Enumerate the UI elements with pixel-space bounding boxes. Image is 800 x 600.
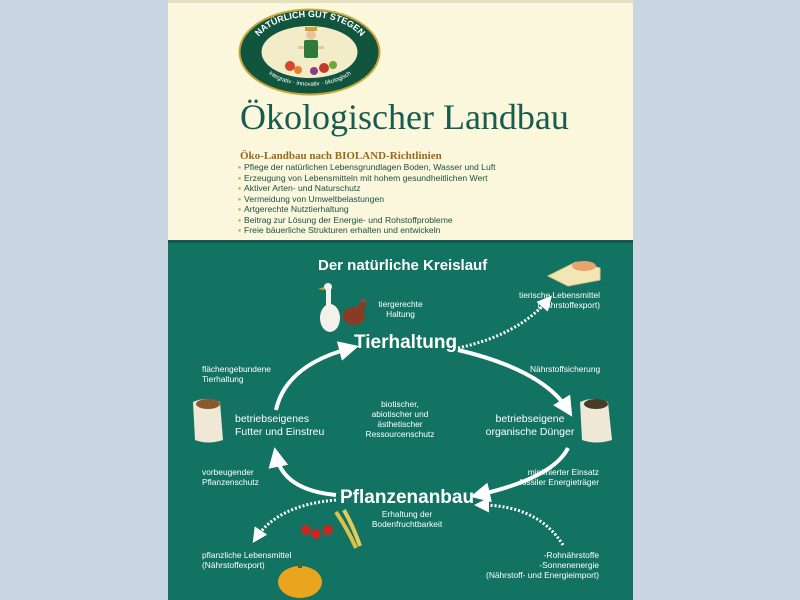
label-pflanzliche: pflanzliche Lebensmittel (Nährstoffexpor… xyxy=(202,550,291,570)
pumpkin-illustration xyxy=(278,562,322,598)
bullet-text: Aktiver Arten- und Naturschutz xyxy=(244,183,361,193)
label-ressourcenschutz: biotischer, abiotischer und ästhetischer… xyxy=(360,399,440,439)
label-line: minimierter Einsatz xyxy=(527,467,599,477)
label-rohstoffe: -Rohnährstoffe -Sonnenenergie (Nährstoff… xyxy=(484,550,599,580)
label-tiergerechte: tiergerechte Haltung xyxy=(373,299,428,319)
arrow-duenger-to-pflanzen xyxy=(470,447,570,503)
node-futter-line: betriebseigenes xyxy=(235,413,310,425)
bullet-dot-icon: ▪ xyxy=(238,162,242,172)
arrow-import-energie xyxy=(474,497,565,546)
label-line: tierische Lebensmittel xyxy=(519,290,600,300)
label-minimierter: minimierter Einsatz fossiler Energieträg… xyxy=(519,467,599,487)
label-line: Tierhaltung xyxy=(202,374,244,384)
label-line: pflanzliche Lebensmittel xyxy=(202,550,292,560)
label-naehrstoffsicherung: Nährstoffsicherung xyxy=(530,364,601,374)
label-line: vorbeugender xyxy=(202,467,254,477)
label-line: (Nährstoffexport) xyxy=(537,300,600,310)
poster: NATÜRLICH GUT STEGEN integrativ · innova… xyxy=(168,0,633,600)
bullet-dot-icon: ▪ xyxy=(238,172,242,183)
label-line: ästhetischer xyxy=(377,419,423,429)
bullet-item: ▪Artgerechte Nutztierhaltung xyxy=(238,204,496,215)
cycle-diagram xyxy=(193,261,612,598)
label-line: flächengebundene xyxy=(202,364,271,374)
goose-hen-illustration xyxy=(318,283,366,332)
label-line: tiergerechte xyxy=(378,299,423,309)
bullet-dot-icon: ▪ xyxy=(238,204,242,214)
bullet-text: Erzeugung von Lebensmitteln mit hohem ge… xyxy=(244,172,488,183)
feed-sack-illustration xyxy=(193,399,223,443)
subtitle: Öko-Landbau nach BIOLAND-Richtlinien xyxy=(240,150,442,162)
arrow-pflanzen-to-futter xyxy=(268,447,337,497)
panel-edge xyxy=(168,240,633,243)
beans-tomatoes-illustration xyxy=(301,509,362,549)
node-duenger-line: betriebseigene xyxy=(495,413,565,425)
bullet-text: Pflege der natürlichen Lebensgrundlagen … xyxy=(244,162,496,172)
label-vorbeugender: vorbeugender Pflanzenschutz xyxy=(202,467,259,487)
bullet-item: ▪Vermeidung von Umweltbelastungen xyxy=(238,194,496,205)
page-title: Ökologischer Landbau xyxy=(240,97,569,137)
label-line: Pflanzenschutz xyxy=(202,477,259,487)
arrow-tier-to-duenger xyxy=(457,348,573,417)
natuerlich-gut-stegen-logo: NATÜRLICH GUT STEGEN integrativ · innova… xyxy=(238,8,381,96)
bullet-text: Artgerechte Nutztierhaltung xyxy=(244,204,349,214)
cheese-illustration xyxy=(546,261,601,287)
bullet-text: Vermeidung von Umweltbelastungen xyxy=(244,193,385,204)
label-line: Ressourcenschutz xyxy=(365,429,435,439)
bullet-item: ▪Erzeugung von Lebensmitteln mit hohem g… xyxy=(238,173,496,184)
bullet-item: ▪Beitrag zur Lösung der Energie- und Roh… xyxy=(238,215,496,226)
manure-sack-illustration xyxy=(580,399,612,443)
label-line: -Rohnährstoffe xyxy=(543,550,599,560)
bullet-text: Freie bäuerliche Strukturen erhalten und… xyxy=(244,225,441,235)
arrow-export-tierisch xyxy=(457,295,552,350)
node-tierhaltung: Tierhaltung xyxy=(354,332,458,353)
label-line: fossiler Energieträger xyxy=(519,477,599,487)
bullet-dot-icon: ▪ xyxy=(238,225,242,235)
label-line: Haltung xyxy=(386,309,415,319)
node-futter-line: Futter und Einstreu xyxy=(235,426,325,438)
label-erhaltung: Erhaltung der Bodenfruchtbarkeit xyxy=(362,509,452,529)
node-duenger: betriebseigene organische Dünger xyxy=(479,413,581,439)
bullet-dot-icon: ▪ xyxy=(238,193,242,204)
label-line: -Sonnenenergie xyxy=(539,560,599,570)
bullet-list: ▪Pflege der natürlichen Lebensgrundlagen… xyxy=(238,162,496,236)
bullet-item: ▪Pflege der natürlichen Lebensgrundlagen… xyxy=(238,162,496,173)
label-line: (Nährstoff- und Energieimport) xyxy=(486,570,599,580)
label-line: Bodenfruchtbarkeit xyxy=(371,519,443,529)
cycle-heading: Der natürliche Kreislauf xyxy=(318,257,488,274)
label-flaechen: flächengebundene Tierhaltung xyxy=(202,364,271,384)
cycle-panel xyxy=(168,240,633,600)
bullet-dot-icon: ▪ xyxy=(238,183,242,193)
bullet-item: ▪Aktiver Arten- und Naturschutz xyxy=(238,183,496,194)
label-tierische: tierische Lebensmittel (Nährstoffexport) xyxy=(518,290,600,310)
label-line: abiotischer und xyxy=(371,409,429,419)
label-line: Erhaltung der xyxy=(381,509,433,519)
bullet-dot-icon: ▪ xyxy=(238,214,242,225)
node-pflanzenanbau: Pflanzenanbau xyxy=(340,487,475,508)
top-border xyxy=(168,0,633,3)
label-line: biotischer, xyxy=(381,399,419,409)
node-futter: betriebseigenes Futter und Einstreu xyxy=(235,413,324,439)
bullet-text: Beitrag zur Lösung der Energie- und Rohs… xyxy=(244,214,453,225)
bullet-item: ▪Freie bäuerliche Strukturen erhalten un… xyxy=(238,225,496,236)
label-line: (Nährstoffexport) xyxy=(202,560,265,570)
arrow-futter-to-tier xyxy=(274,341,359,411)
node-duenger-line: organische Dünger xyxy=(485,426,575,438)
